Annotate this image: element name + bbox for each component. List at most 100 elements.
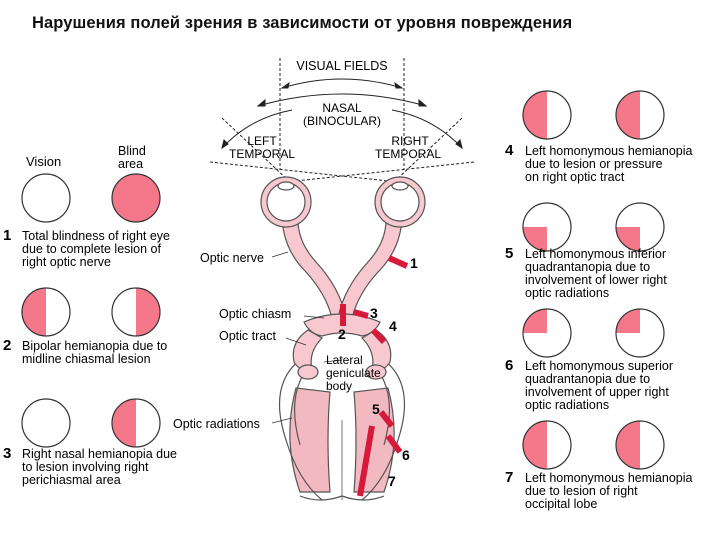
- visual-fields-heading: VISUAL FIELDS: [296, 59, 387, 73]
- right-eye-field-6-outline: [615, 308, 665, 358]
- right-temporal-label: TEMPORAL: [375, 147, 441, 161]
- left-eye-field-3: [21, 398, 71, 448]
- blind-area-label-line1: Blind: [118, 144, 146, 158]
- lesion-mark-6: [385, 434, 403, 454]
- left-eye-field-2-outline: [21, 287, 71, 337]
- left-optic-nerve: [281, 213, 347, 319]
- optic-radiations-label: Optic radiations: [173, 417, 260, 431]
- case-number-5: 5: [505, 245, 513, 262]
- left-eye-field-1: [21, 173, 71, 223]
- right-eye-field-3-blind-area: [112, 399, 136, 447]
- vision-column-label: Vision: [26, 154, 61, 169]
- right-eye-field-6-blind-area: [616, 309, 640, 333]
- visual-field-circles: [21, 90, 665, 470]
- right-eye-field-7-outline: [615, 420, 665, 470]
- left-eye-field-5-blind-area: [523, 227, 547, 251]
- right-eye-field-4-blind-area: [616, 91, 640, 139]
- right-label: RIGHT: [391, 134, 429, 148]
- lesion-number-6: 6: [402, 447, 410, 463]
- lesion-number-5: 5: [372, 401, 380, 417]
- lesion-number-2: 2: [338, 326, 346, 342]
- case-5-caption-line: involvement of lower right: [525, 273, 667, 287]
- case-6-caption-line: involvement of upper right: [525, 385, 669, 399]
- case-5-caption-line: quadrantanopia due to: [525, 260, 650, 274]
- left-eye-field-2: [21, 287, 71, 337]
- left-eye-field-1-outline: [21, 173, 71, 223]
- right-eye-field-4-outline: [615, 90, 665, 140]
- lateral-geniculate-left: [297, 364, 319, 380]
- case-2-caption-line: midline chiasmal lesion: [22, 352, 151, 366]
- right-optic-nerve: [337, 213, 403, 319]
- left-optic-radiation-fan: [289, 387, 331, 493]
- lesion-mark-5: [378, 410, 395, 428]
- case-number-7: 7: [505, 469, 513, 486]
- left-eye-field-7: [522, 420, 572, 470]
- case-number-6: 6: [505, 357, 513, 374]
- lesion-number-3: 3: [370, 305, 378, 321]
- case-3-caption-line: to lesion involving right: [22, 460, 149, 474]
- case-4-caption-line: on right optic tract: [525, 170, 625, 184]
- right-eye-field-1-outline: [111, 173, 161, 223]
- case-7-caption-line: Left homonymous hemianopia: [525, 471, 693, 485]
- case-6-caption-line: quadrantanopia due to: [525, 372, 650, 386]
- case-2-caption-line: Bipolar hemianopia due to: [22, 339, 167, 353]
- left-optic-tract: [292, 329, 323, 371]
- left-eye-field-4-outline: [522, 90, 572, 140]
- lesion-number-1: 1: [410, 255, 418, 271]
- left-eye-field-5-outline: [522, 202, 572, 252]
- left-eye-field-6-outline: [522, 308, 572, 358]
- case-number-4: 4: [505, 142, 514, 159]
- right-eye-field-6: [615, 308, 665, 358]
- lateral-geniculate-label-3: body: [326, 379, 352, 393]
- case-7-caption-line: due to lesion of right: [525, 484, 638, 498]
- right-eye-field-5: [615, 202, 665, 252]
- case-5-caption-line: optic radiations: [525, 286, 609, 300]
- left-label: LEFT: [247, 134, 277, 148]
- lesion-number-4: 4: [389, 318, 397, 334]
- right-eye-field-1-blind-area: [112, 174, 160, 222]
- label-leaders: [271, 251, 343, 424]
- optic-chiasm-label: Optic chiasm: [219, 307, 291, 321]
- case-6-caption-line: optic radiations: [525, 398, 609, 412]
- case-number-1: 1: [3, 227, 11, 244]
- right-eye-field-5-blind-area: [616, 227, 640, 251]
- left-temporal-label: TEMPORAL: [229, 147, 295, 161]
- case-5-caption-line: Left homonymous inferior: [525, 247, 666, 261]
- optic-nerve-label: Optic nerve: [200, 251, 264, 265]
- lateral-geniculate-label-2: geniculate: [326, 366, 381, 380]
- right-eye-field-7: [615, 420, 665, 470]
- case-6-caption-line: Left homonymous superior: [525, 359, 673, 373]
- left-eye-field-7-blind-area: [523, 421, 547, 469]
- case-1-caption-line: due to complete lesion of: [22, 242, 162, 256]
- case-3-caption-line: Right nasal hemianopia due: [22, 447, 177, 461]
- lesion-number-7: 7: [388, 473, 396, 489]
- left-eye-field-3-outline: [21, 398, 71, 448]
- left-eye-field-2-blind-area: [22, 288, 46, 336]
- left-eye-field-6: [522, 308, 572, 358]
- lesion-mark-4: [370, 327, 387, 345]
- right-eye-field-5-outline: [615, 202, 665, 252]
- case-number-3: 3: [3, 445, 11, 462]
- lesion-mark-1: [387, 255, 409, 269]
- right-eye-field-1: [111, 173, 161, 223]
- page-title: Нарушения полей зрения в зависимости от …: [32, 14, 573, 32]
- right-eye-field-2: [111, 287, 161, 337]
- optic-tract-label: Optic tract: [219, 329, 276, 343]
- right-eye-field-3: [111, 398, 161, 448]
- lateral-geniculate-label-1: Lateral: [326, 353, 363, 367]
- left-eye-field-4-blind-area: [523, 91, 547, 139]
- case-1-caption-line: Total blindness of right eye: [22, 229, 170, 243]
- right-eye-field-4: [615, 90, 665, 140]
- lesion-mark-7: [357, 425, 375, 497]
- right-eye-field-2-blind-area: [136, 288, 160, 336]
- right-eye-field-2-outline: [111, 287, 161, 337]
- left-eye-field-7-outline: [522, 420, 572, 470]
- case-number-2: 2: [3, 337, 11, 354]
- lesion-mark-3: [353, 309, 369, 319]
- case-1-caption-line: right optic nerve: [22, 255, 111, 269]
- visual-fields-header: [209, 58, 475, 183]
- lateral-geniculate-right: [365, 364, 387, 380]
- right-eye-field-7-blind-area: [616, 421, 640, 469]
- right-lens: [391, 181, 409, 191]
